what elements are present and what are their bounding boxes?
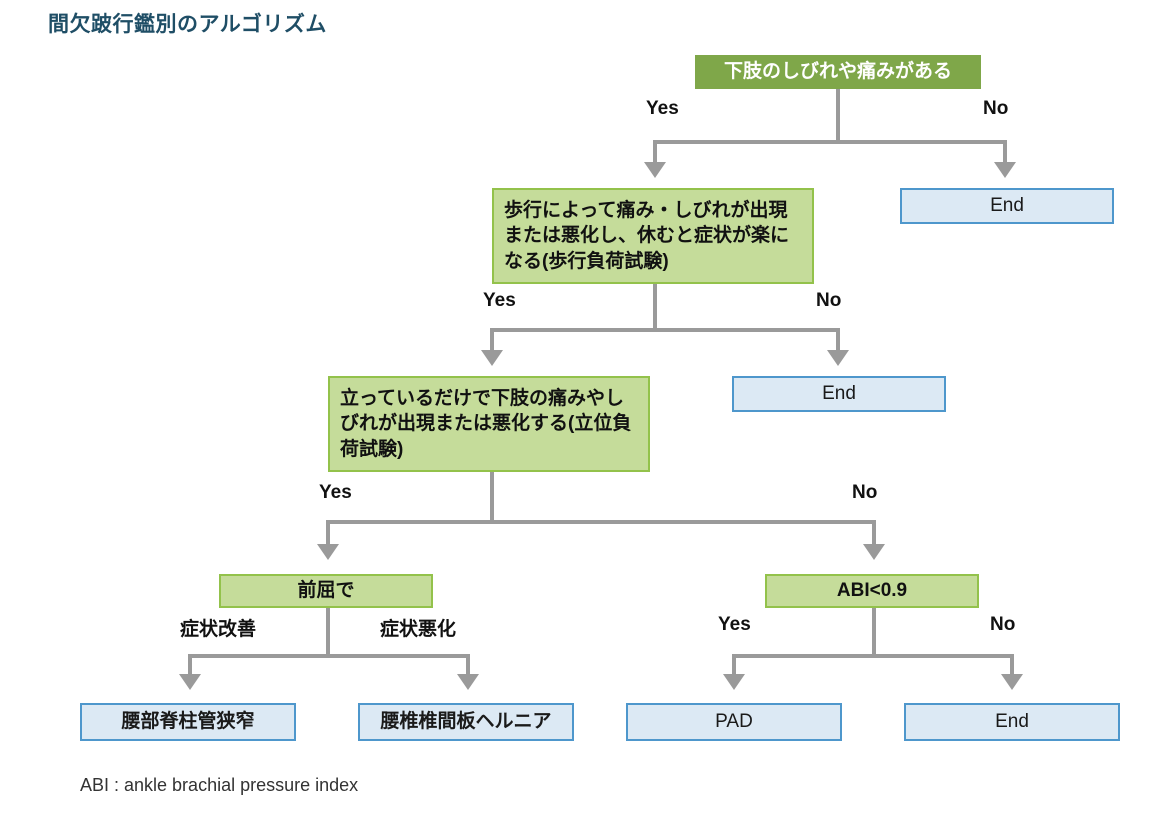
node-end-3-label: End — [995, 711, 1029, 733]
connector-q2-no-drop — [836, 328, 840, 352]
branch-label-q3-no: No — [852, 482, 878, 503]
node-q4-forward-flexion[interactable]: 前屈で — [219, 574, 433, 608]
arrowhead-q1-no — [994, 162, 1016, 178]
arrowhead-q5-yes — [723, 674, 745, 690]
branch-label-q1-no: No — [983, 98, 1009, 119]
connector-q1-yes-drop — [653, 140, 657, 164]
node-q1-lower-limb-symptoms[interactable]: 下肢のしびれや痛みがある — [695, 55, 981, 89]
branch-label-q4-left: 症状改善 — [180, 619, 257, 640]
arrowhead-q1-yes — [644, 162, 666, 178]
arrowhead-q2-no — [827, 350, 849, 366]
arrowhead-q5-no — [1001, 674, 1023, 690]
connector-q3-stem — [490, 472, 494, 524]
node-outcome-pad-label: PAD — [715, 711, 753, 733]
branch-label-q5-no: No — [990, 614, 1016, 635]
node-outcome-hernia-label: 腰椎椎間板ヘルニア — [380, 711, 552, 733]
branch-label-q2-no: No — [816, 290, 842, 311]
footnote-abi-definition: ABI : ankle brachial pressure index — [80, 775, 359, 795]
node-end-2-label: End — [822, 383, 856, 405]
node-end-1[interactable]: End — [900, 188, 1114, 224]
arrowhead-q3-no — [863, 544, 885, 560]
connector-q5-stem — [872, 608, 876, 658]
branch-label-q5-yes: Yes — [718, 614, 751, 635]
connector-q3-no-drop — [872, 520, 876, 546]
arrowhead-q4-right — [457, 674, 479, 690]
branch-label-q2-yes: Yes — [483, 290, 516, 311]
node-outcome-pad[interactable]: PAD — [626, 703, 842, 741]
node-q1-label: 下肢のしびれや痛みがある — [723, 61, 952, 83]
node-q3-label: 立っているだけで下肢の痛みやしびれが出現または悪化する(立位負荷試験) — [340, 388, 632, 460]
branch-label-q1-yes: Yes — [646, 98, 679, 119]
branch-label-q4-right: 症状悪化 — [380, 619, 457, 640]
node-q2-walking-load-test[interactable]: 歩行によって痛み・しびれが出現または悪化し、休むと症状が楽になる(歩行負荷試験) — [492, 188, 814, 284]
connector-q2-split — [490, 328, 840, 332]
node-outcome-lumbar-spinal-stenosis[interactable]: 腰部脊柱管狭窄 — [80, 703, 296, 741]
arrowhead-q2-yes — [481, 350, 503, 366]
connector-q1-stem — [836, 88, 840, 144]
connector-q3-yes-drop — [326, 520, 330, 546]
connector-q3-split — [326, 520, 876, 524]
arrowhead-q3-yes — [317, 544, 339, 560]
connector-q4-split — [188, 654, 470, 658]
connector-q4-left-drop — [188, 654, 192, 676]
node-q5-abi-threshold[interactable]: ABI<0.9 — [765, 574, 979, 608]
connector-q4-stem — [326, 608, 330, 658]
connector-q1-split — [653, 140, 1007, 144]
node-q5-label: ABI<0.9 — [836, 580, 908, 602]
branch-label-q3-yes: Yes — [319, 482, 352, 503]
node-q4-label: 前屈で — [297, 580, 355, 602]
node-outcome-stenosis-label: 腰部脊柱管狭窄 — [121, 711, 255, 733]
connector-q2-yes-drop — [490, 328, 494, 352]
connector-q4-right-drop — [466, 654, 470, 676]
arrowhead-q4-left — [179, 674, 201, 690]
connector-q5-yes-drop — [732, 654, 736, 676]
node-end-1-label: End — [990, 195, 1024, 217]
connector-q2-stem — [653, 284, 657, 332]
node-q3-standing-load-test[interactable]: 立っているだけで下肢の痛みやしびれが出現または悪化する(立位負荷試験) — [328, 376, 650, 472]
node-end-3[interactable]: End — [904, 703, 1120, 741]
connector-q1-no-drop — [1003, 140, 1007, 164]
node-end-2[interactable]: End — [732, 376, 946, 412]
connector-q5-no-drop — [1010, 654, 1014, 676]
node-q2-label: 歩行によって痛み・しびれが出現または悪化し、休むと症状が楽になる(歩行負荷試験) — [504, 200, 790, 272]
node-outcome-lumbar-disc-herniation[interactable]: 腰椎椎間板ヘルニア — [358, 703, 574, 741]
page-title: 間欠跛行鑑別のアルゴリズム — [48, 13, 327, 36]
connector-q5-split — [732, 654, 1014, 658]
